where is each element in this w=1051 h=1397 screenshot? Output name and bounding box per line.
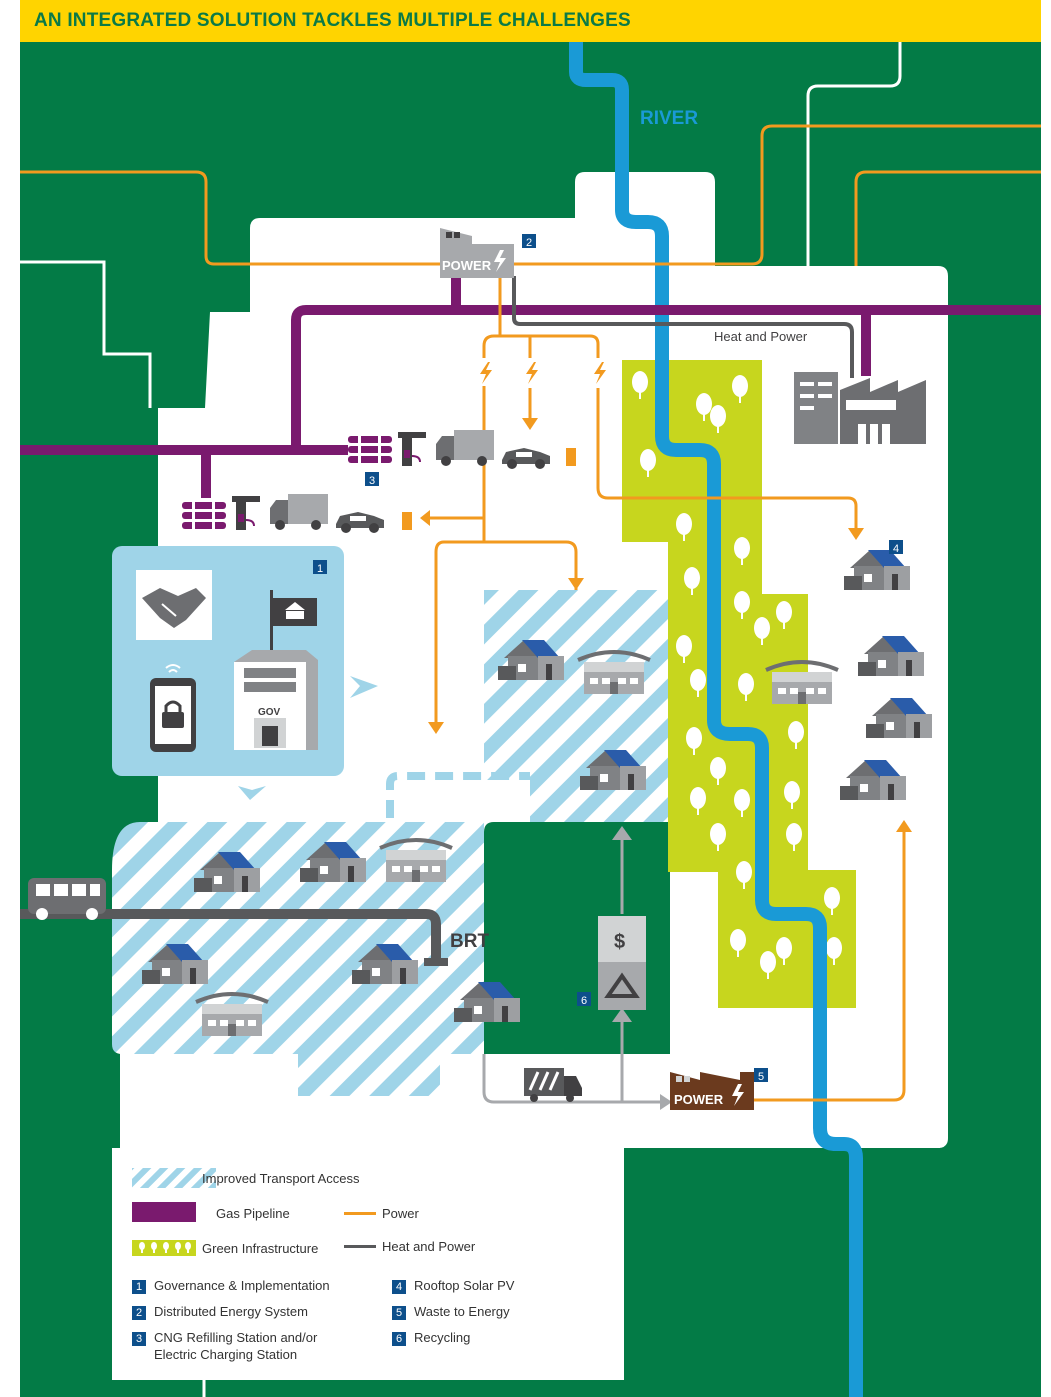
legend-green: Green Infrastructure xyxy=(202,1241,319,1256)
legend: Improved Transport Access Gas Pipeline G… xyxy=(112,1148,624,1380)
svg-text:$: $ xyxy=(614,931,625,953)
arrow-down-icon xyxy=(238,786,266,800)
legend-power: Power xyxy=(382,1206,419,1221)
svg-text:6: 6 xyxy=(581,995,587,1007)
svg-text:POWER: POWER xyxy=(442,258,492,273)
svg-text:4: 4 xyxy=(893,543,899,555)
river-label: RIVER xyxy=(640,108,698,129)
garbage-truck-icon xyxy=(524,1068,582,1102)
factory-icon xyxy=(794,372,926,444)
phone-lock-icon xyxy=(150,664,196,752)
gov-label: GOV xyxy=(258,707,281,718)
legend-gas: Gas Pipeline xyxy=(216,1206,290,1221)
recycling-icon: $ xyxy=(598,916,646,1010)
heat-power-label: Heat and Power xyxy=(714,329,808,344)
brt-label: BRT xyxy=(450,931,489,952)
river xyxy=(569,42,863,1397)
svg-text:3: 3 xyxy=(369,475,375,487)
title-bar: AN INTEGRATED SOLUTION TACKLES MULTIPLE … xyxy=(20,0,1041,42)
waste-power-plant-icon: POWER xyxy=(670,1072,754,1110)
svg-text:5: 5 xyxy=(758,1071,764,1083)
marker-badges: 1 2 3 4 5 6 xyxy=(313,234,903,1083)
legend-heat-power: Heat and Power xyxy=(382,1239,476,1254)
bus-icon xyxy=(28,878,106,920)
svg-text:2: 2 xyxy=(526,237,532,249)
legend-item-cont: Electric Charging Station xyxy=(154,1347,298,1362)
svg-text:POWER: POWER xyxy=(674,1092,724,1107)
legend-transport: Improved Transport Access xyxy=(202,1171,360,1186)
page-title: AN INTEGRATED SOLUTION TACKLES MULTIPLE … xyxy=(34,10,631,31)
power-plant-icon: POWER xyxy=(440,228,514,278)
government-building-icon: GOV xyxy=(234,590,318,750)
arrow-right-icon xyxy=(350,676,378,698)
handshake-icon xyxy=(142,588,206,628)
svg-text:1: 1 xyxy=(317,563,323,575)
